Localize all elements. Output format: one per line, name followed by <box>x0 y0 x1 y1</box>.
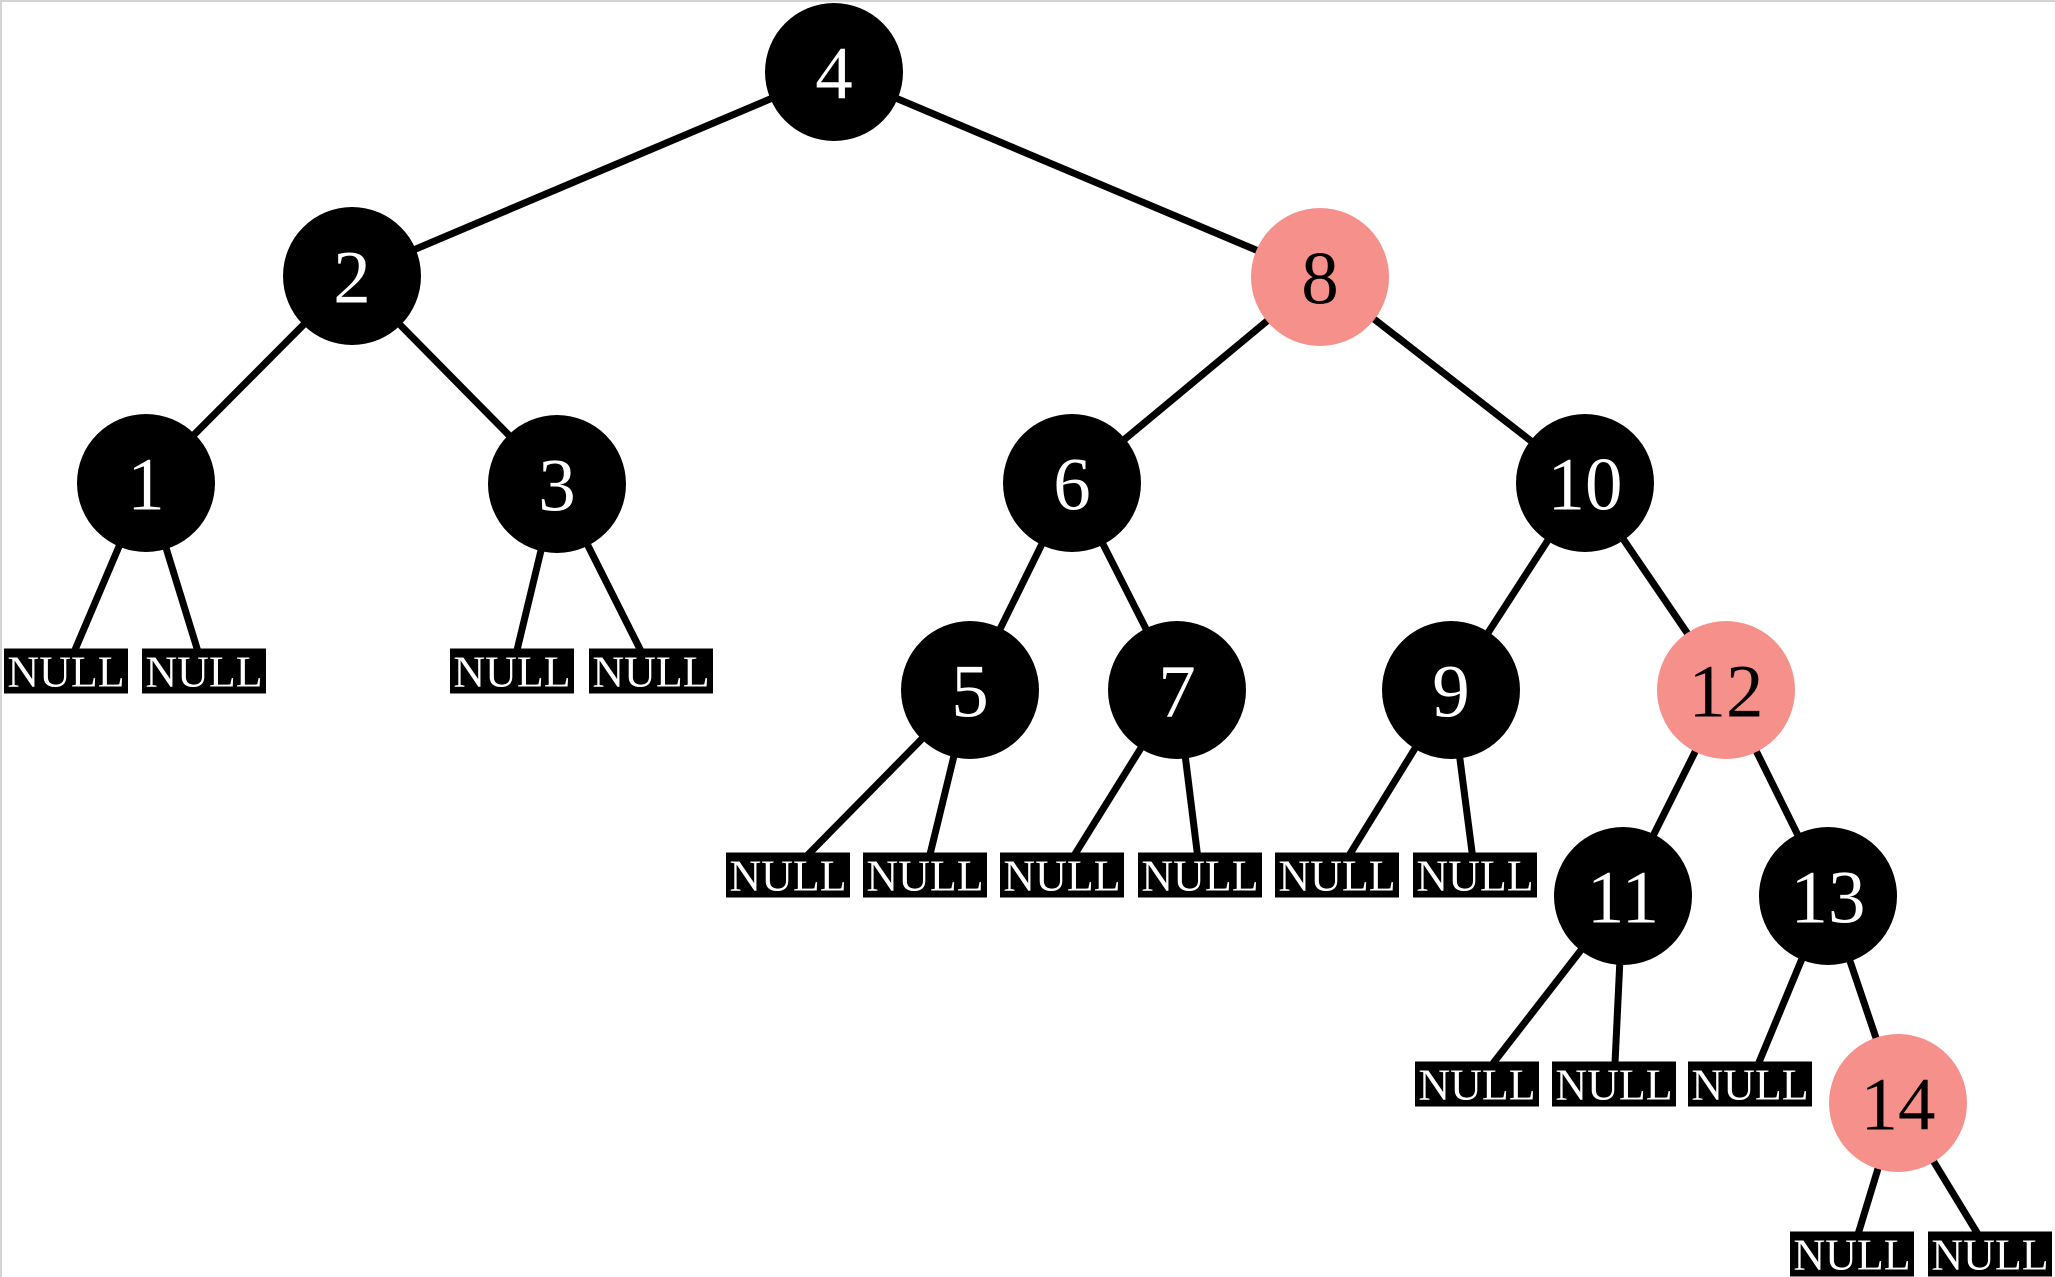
null-leaf-11-left <box>1415 1061 1539 1107</box>
null-leaf-label: NULL <box>1278 852 1395 901</box>
null-leaf-13-left <box>1688 1061 1812 1107</box>
tree-node-10-black <box>1516 414 1654 552</box>
tree-node-6-label: 6 <box>1053 444 1091 527</box>
edge-4-8 <box>832 68 1322 281</box>
null-leaf-label: NULL <box>1931 1231 2048 1277</box>
tree-node-12-red <box>1657 621 1795 759</box>
null-leaf-label: NULL <box>1141 852 1258 901</box>
null-leaf-9-right <box>1413 852 1537 898</box>
null-leaf-9-left <box>1275 852 1399 898</box>
tree-node-5-label: 5 <box>951 651 989 734</box>
null-leaf-label: NULL <box>866 852 983 901</box>
null-leaf-label: NULL <box>1416 852 1533 901</box>
tree-node-13-black <box>1759 827 1897 965</box>
null-leaf-5-right <box>863 852 987 898</box>
null-leaf-label: NULL <box>729 852 846 901</box>
tree-node-2-black <box>283 207 421 345</box>
tree-node-2-label: 2 <box>333 237 371 320</box>
null-leaf-1-left <box>4 648 128 694</box>
tree-node-14-label: 14 <box>1861 1064 1936 1147</box>
null-leaf-3-right <box>589 648 713 694</box>
tree-node-3-label: 3 <box>538 445 576 528</box>
tree-node-9-black <box>1382 621 1520 759</box>
null-leaf-7-left <box>1000 852 1124 898</box>
tree-node-14-red <box>1829 1034 1967 1172</box>
tree-node-9-label: 9 <box>1432 651 1470 734</box>
tree-node-10-label: 10 <box>1548 444 1623 527</box>
edge-4-2 <box>350 68 836 280</box>
tree-node-11-black <box>1554 827 1692 965</box>
tree-node-5-black <box>901 621 1039 759</box>
null-leaf-3-left <box>450 648 574 694</box>
null-leaf-label: NULL <box>1418 1061 1535 1110</box>
null-leaf-label: NULL <box>1003 852 1120 901</box>
tree-node-4-black <box>765 3 903 141</box>
null-leaf-11-right <box>1552 1061 1676 1107</box>
null-leaf-label: NULL <box>1555 1061 1672 1110</box>
tree-node-7-black <box>1108 621 1246 759</box>
tree-node-7-label: 7 <box>1158 651 1196 734</box>
null-leaf-label: NULL <box>453 648 570 697</box>
null-leaf-label: NULL <box>592 648 709 697</box>
null-leaf-label: NULL <box>7 648 124 697</box>
null-leaf-7-right <box>1138 852 1262 898</box>
null-leaf-label: NULL <box>1691 1061 1808 1110</box>
null-leaf-14-right <box>1928 1231 2052 1277</box>
tree-node-8-red <box>1251 208 1389 346</box>
tree-node-1-label: 1 <box>127 444 165 527</box>
tree-node-6-black <box>1003 414 1141 552</box>
null-leaf-14-left <box>1790 1231 1914 1277</box>
null-leaf-1-right <box>142 648 266 694</box>
tree-node-4-label: 4 <box>815 33 853 116</box>
tree-node-12-label: 12 <box>1689 651 1764 734</box>
null-leaf-label: NULL <box>145 648 262 697</box>
null-leaf-5-left <box>726 852 850 898</box>
tree-node-3-black <box>488 415 626 553</box>
tree-node-11-label: 11 <box>1587 857 1659 940</box>
tree-node-13-label: 13 <box>1791 857 1866 940</box>
tree-node-8-label: 8 <box>1301 238 1339 321</box>
null-leaf-label: NULL <box>1793 1231 1910 1277</box>
tree-node-1-black <box>77 414 215 552</box>
